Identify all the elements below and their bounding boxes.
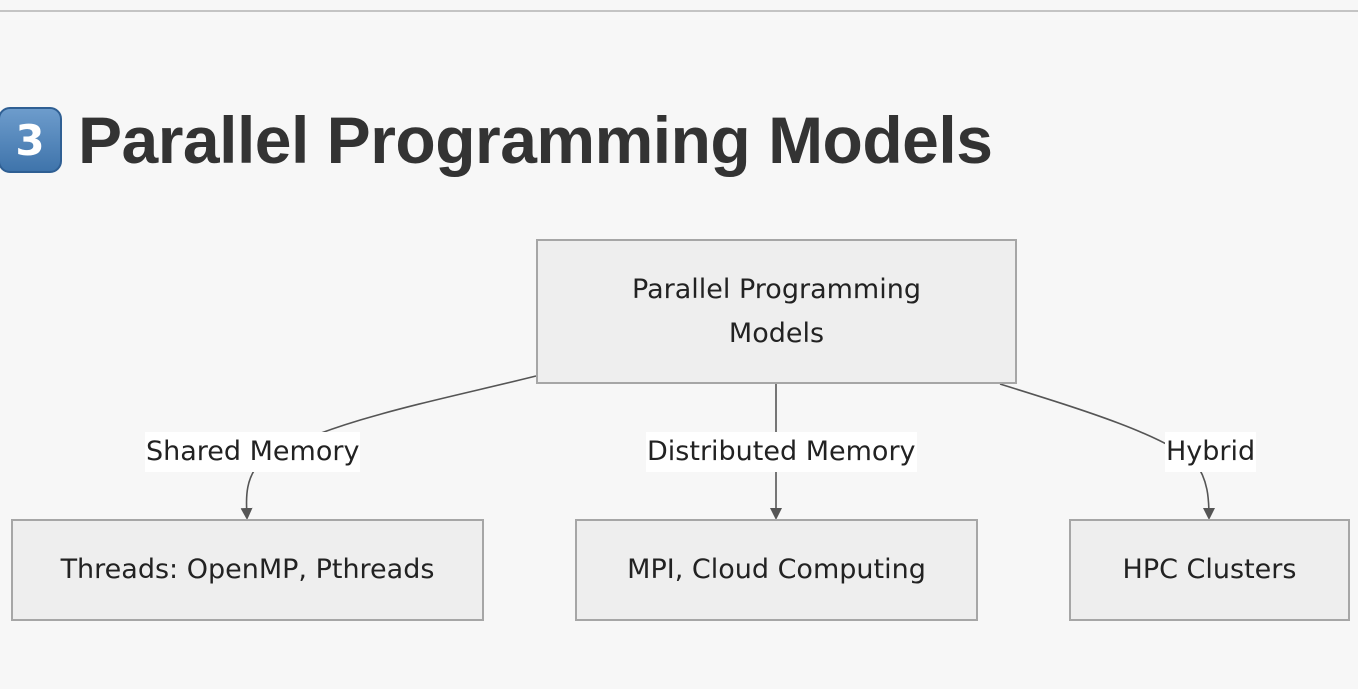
root-node-label: Parallel Programming Models [632,273,921,349]
root-node: Parallel Programming Models [536,239,1017,384]
node-hpc-clusters: HPC Clusters [1069,519,1350,621]
page-title: Parallel Programming Models [78,103,993,177]
edge-label-distributed-memory: Distributed Memory [646,432,917,472]
node-hpc-clusters-label: HPC Clusters [1122,554,1297,585]
section-heading: 3 Parallel Programming Models [0,103,993,177]
keycap-number-icon: 3 [0,107,62,173]
edge-label-shared-memory: Shared Memory [145,432,361,472]
node-mpi-cloud-label: MPI, Cloud Computing [627,554,926,585]
top-divider [0,0,1358,12]
node-threads-label: Threads: OpenMP, Pthreads [60,554,435,585]
node-threads: Threads: OpenMP, Pthreads [11,519,484,621]
edge-label-hybrid: Hybrid [1165,432,1257,472]
node-mpi-cloud: MPI, Cloud Computing [575,519,978,621]
